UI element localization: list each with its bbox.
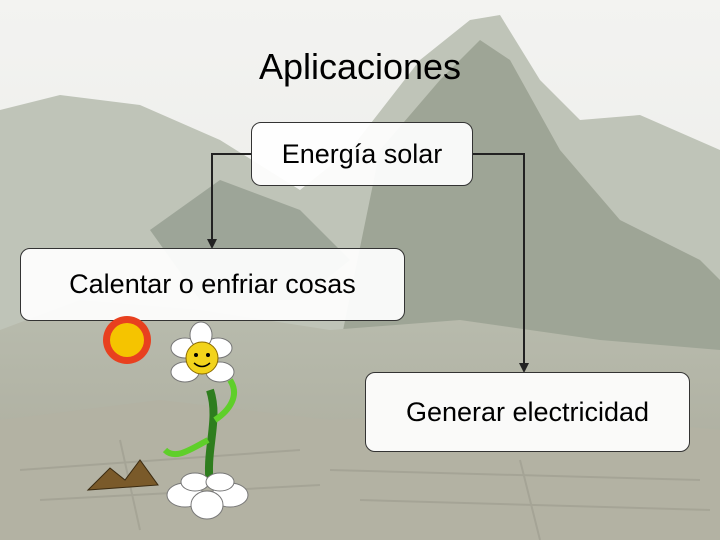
sun-icon [103, 316, 151, 364]
flower-icon [162, 321, 249, 520]
mountains-icon [86, 459, 159, 491]
clipart-sun-flower [86, 316, 249, 520]
slide-title: Aplicaciones [258, 46, 462, 87]
node-calentar-enfriar-label: Calentar o enfriar cosas [69, 269, 356, 299]
node-energia-solar: Energía solar [251, 122, 473, 186]
node-generar-electricidad-label: Generar electricidad [405, 396, 650, 427]
node-calentar-enfriar: Calentar o enfriar cosas [20, 248, 405, 321]
node-generar-electricidad: Generar electricidad [365, 372, 690, 452]
node-energia-solar-label: Energía solar [281, 138, 443, 169]
